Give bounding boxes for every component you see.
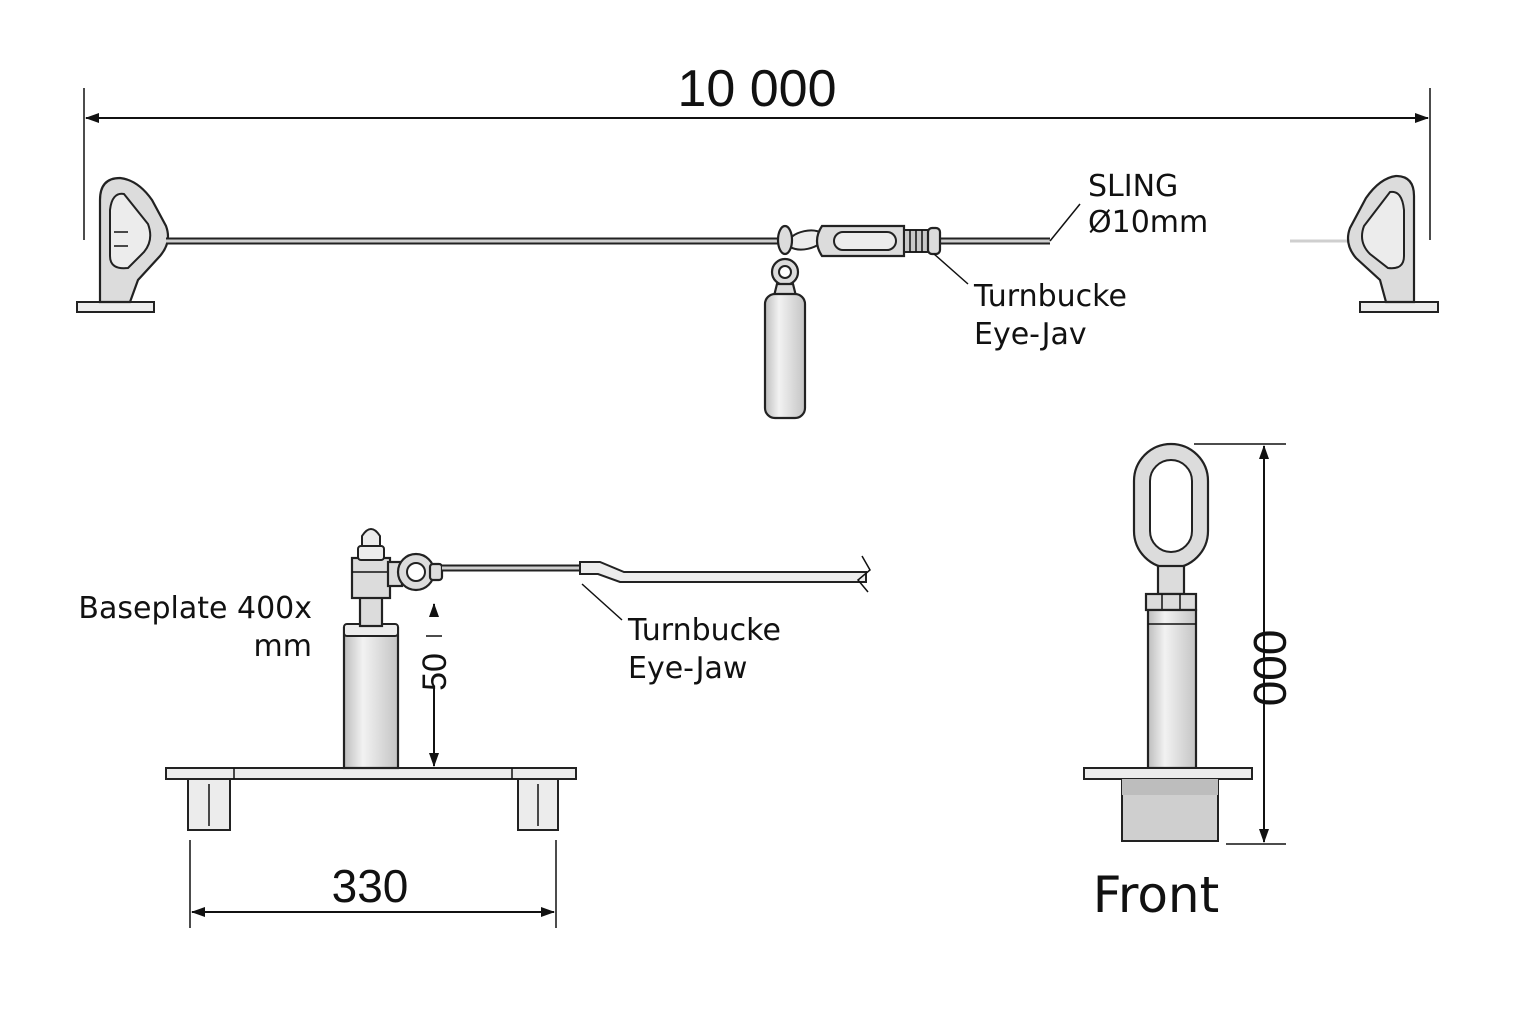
- side-view: 50 330 Baseplate 400x mm Turnbucke Eye-J…: [78, 528, 871, 928]
- top-view: 10 000: [76, 60, 1439, 420]
- front-baseplate: [1083, 767, 1253, 780]
- front-view: 000 Front: [1083, 442, 1296, 924]
- front-post: [1146, 608, 1198, 770]
- height-dimension-text: 50: [416, 653, 454, 691]
- turnbuckle-label-line1: Turnbucke: [973, 279, 1127, 314]
- post-stem: [358, 594, 384, 628]
- front-view-title: Front: [1093, 866, 1219, 924]
- front-height-dimension-line: [1194, 443, 1286, 845]
- overall-dimension-text: 10 000: [677, 60, 836, 118]
- overall-dimension-line: [83, 88, 1431, 240]
- sling-leader-line: [1049, 203, 1081, 242]
- turnbuckle-leader-line: [933, 253, 969, 285]
- left-anchor-bracket: [76, 176, 170, 313]
- baseplate-label-line1: Baseplate 400x: [78, 591, 312, 626]
- right-anchor-bracket: [1346, 174, 1439, 313]
- turnbuckle-eye-jaw: [787, 224, 942, 258]
- width-dimension-line: [189, 840, 557, 928]
- sling-label-line1: SLING: [1088, 169, 1178, 204]
- sling-label-line2: Ø10mm: [1088, 205, 1208, 240]
- side-cable: [442, 555, 871, 593]
- front-nut: [1144, 592, 1198, 612]
- side-post: [342, 626, 400, 770]
- side-turnbuckle-label-line2: Eye-Jaw: [628, 651, 747, 686]
- width-dimension-text: 330: [332, 860, 409, 912]
- hanging-counterweight: [763, 224, 807, 420]
- front-height-dimension-text: 000: [1244, 630, 1296, 707]
- baseplate: [165, 767, 577, 780]
- side-turnbuckle-label-line1: Turnbucke: [627, 613, 781, 648]
- turnbuckle-label-line2: Eye-Jav: [974, 317, 1087, 352]
- post-nut: [350, 556, 392, 600]
- baseplate-label-line2: mm: [254, 629, 312, 664]
- height-dimension-line: [426, 603, 442, 767]
- side-turnbuckle-leader-line: [581, 583, 623, 621]
